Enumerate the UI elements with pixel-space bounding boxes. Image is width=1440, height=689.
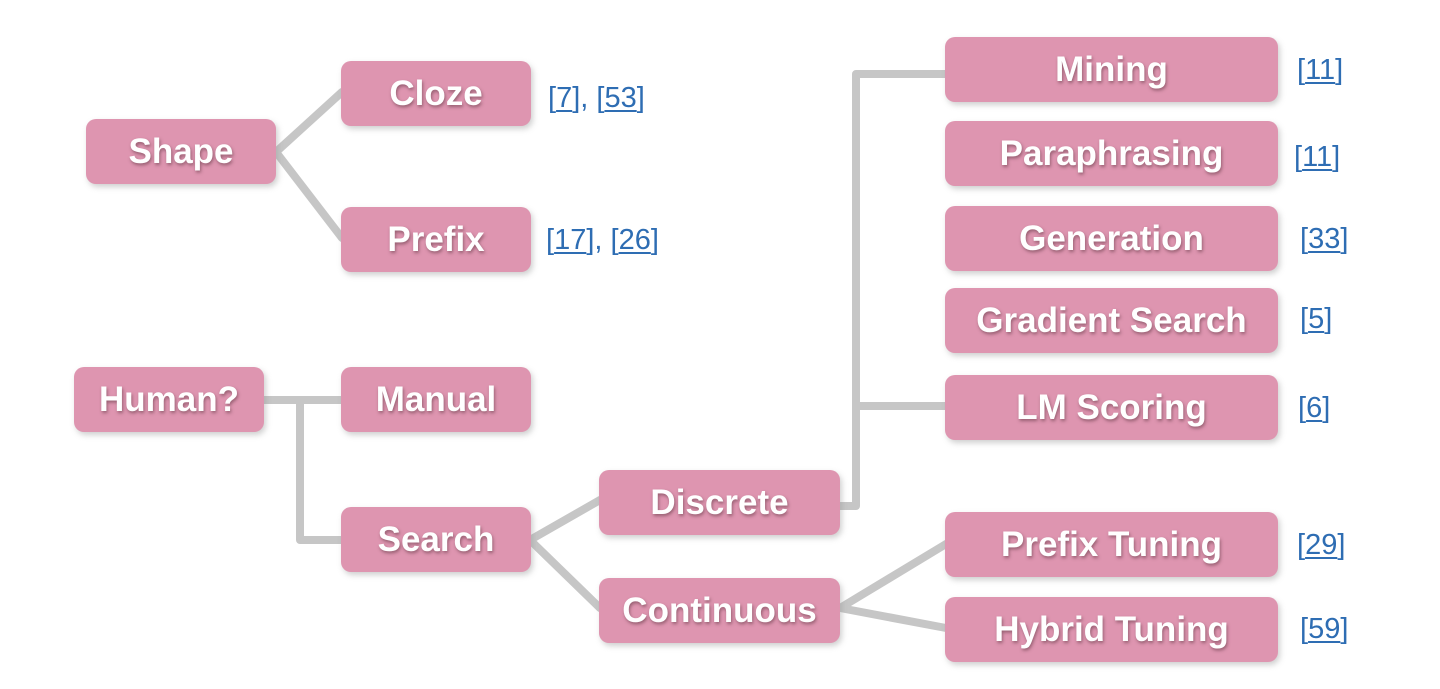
connector-search-continuous: [526, 536, 604, 612]
node-mining: Mining: [945, 37, 1278, 102]
citation-link[interactable]: 6: [1306, 392, 1323, 424]
connector-shape-cloze: [272, 88, 346, 156]
node-human: Human?: [74, 367, 264, 432]
node-cloze: Cloze: [341, 61, 531, 126]
node-generation: Generation: [945, 206, 1278, 271]
citation-link[interactable]: 26: [618, 224, 651, 256]
connector-continuous-prefixtuning: [836, 540, 950, 612]
node-hybrid-tuning: Hybrid Tuning: [945, 597, 1278, 662]
ref-hybrid-tuning: [59]: [1300, 613, 1349, 645]
ref-mining: [11]: [1297, 54, 1344, 86]
citation-link[interactable]: 29: [1305, 529, 1338, 561]
ref-prefix: [17], [26]: [546, 224, 659, 256]
node-lm-scoring: LM Scoring: [945, 375, 1278, 440]
citation-link[interactable]: 5: [1308, 303, 1325, 335]
node-prefix-tuning: Prefix Tuning: [945, 512, 1278, 577]
connector-human-search: [296, 398, 346, 544]
citation-link[interactable]: 17: [554, 224, 587, 256]
ref-paraphrasing: [11]: [1294, 141, 1341, 173]
connector-discrete-bracket: [836, 70, 950, 510]
citation-link[interactable]: 11: [1302, 141, 1333, 173]
connector-continuous-hybridtuning: [836, 604, 950, 632]
ref-lm-scoring: [6]: [1298, 392, 1331, 424]
node-shape: Shape: [86, 119, 276, 184]
connector-shape-prefix: [272, 148, 346, 242]
ref-gradient-search: [5]: [1300, 303, 1333, 335]
node-paraphrasing: Paraphrasing: [945, 121, 1278, 186]
ref-cloze: [7], [53]: [548, 82, 645, 114]
citation-link[interactable]: 59: [1308, 613, 1341, 645]
node-search: Search: [341, 507, 531, 572]
ref-prefix-tuning: [29]: [1297, 529, 1346, 561]
citation-link[interactable]: 7: [556, 82, 573, 114]
ref-generation: [33]: [1300, 223, 1349, 255]
node-discrete: Discrete: [599, 470, 840, 535]
node-prefix: Prefix: [341, 207, 531, 272]
node-continuous: Continuous: [599, 578, 840, 643]
node-gradient-search: Gradient Search: [945, 288, 1278, 353]
node-manual: Manual: [341, 367, 531, 432]
citation-link[interactable]: 33: [1308, 223, 1341, 255]
citation-link[interactable]: 53: [604, 82, 637, 114]
citation-link[interactable]: 11: [1305, 54, 1336, 86]
connector-search-discrete: [526, 496, 604, 544]
